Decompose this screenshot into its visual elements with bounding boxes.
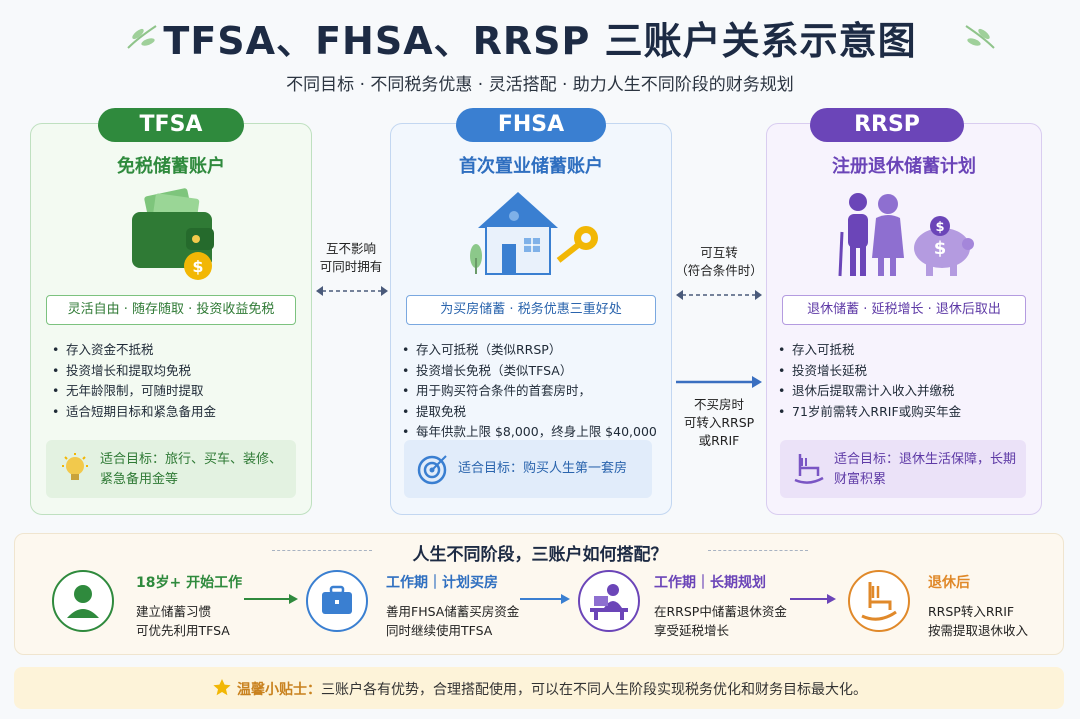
- stage-desc-line: 可优先利用TFSA: [136, 623, 230, 638]
- stage-4-title: 退休后: [928, 575, 970, 591]
- stage-4-circle: [848, 570, 910, 632]
- list-item: 71岁前需转入RRIF或购买年金: [778, 402, 1028, 423]
- stage-arrow-icon: [790, 594, 836, 604]
- worker-at-desk-icon: [590, 584, 628, 620]
- stage-1-circle: [52, 570, 114, 632]
- relation-label: 互不影响: [325, 241, 376, 256]
- list-item: 每年供款上限 $8,000，终身上限 $40,000: [402, 422, 670, 443]
- tfsa-badge: TFSA: [98, 108, 244, 142]
- tfsa-fhsa-relation: 互不影响 可同时拥有: [312, 240, 390, 276]
- stage-2-desc: 善用FHSA储蓄买房资金 同时继续使用TFSA: [386, 602, 556, 640]
- relation-label: 可互转: [700, 245, 738, 260]
- fhsa-full-name: 首次置业储蓄账户: [459, 156, 603, 177]
- double-arrow-icon: [676, 290, 762, 300]
- no-house-transfer-note: 不买房时 可转入RRSP 或RRIF: [672, 396, 766, 450]
- life-stages-title: 人生不同阶段，三账户如何搭配？: [412, 545, 668, 565]
- stage-2-title: 工作期｜计划买房: [386, 575, 498, 591]
- tfsa-goal-text: 适合目标：旅行、买车、装修、紧急备用金等: [100, 452, 283, 487]
- stage-1-desc: 建立储蓄习惯 可优先利用TFSA: [136, 602, 286, 640]
- rocking-chair-icon: [861, 582, 897, 621]
- page-title: TFSA、FHSA、RRSP 三账户关系示意图: [163, 19, 917, 63]
- stage-desc-line: 建立储蓄习惯: [136, 604, 212, 619]
- list-item: 适合短期目标和紧急备用金: [52, 402, 302, 423]
- rrsp-goal-text: 适合目标：退休生活保障，长期财富积累: [834, 452, 1017, 487]
- tfsa-full-name: 免税储蓄账户: [117, 156, 225, 177]
- list-item: 存入资金不抵税: [52, 340, 302, 361]
- house-key-icon: [470, 192, 598, 275]
- target-icon: [417, 455, 447, 485]
- list-item: 用于购买符合条件的首套房时，: [402, 381, 670, 402]
- list-item: 投资增长和提取均免税: [52, 361, 302, 382]
- stage-desc-line: 按需提取退休收入: [928, 623, 1029, 638]
- fhsa-goal-text: 适合目标：购买人生第一套房: [458, 461, 628, 476]
- stage-desc-line: 享受延税增长: [654, 623, 730, 638]
- list-item: 退休后提取需计入收入并缴税: [778, 381, 1028, 402]
- tip-text: 温馨小贴士：三账户各有优势，合理搭配使用，可以在不同人生阶段实现税务优化和财务目…: [0, 679, 1080, 699]
- tfsa-goal: 适合目标：旅行、买车、装修、紧急备用金等: [46, 440, 296, 498]
- stage-desc-line: RRSP转入RRIF: [928, 604, 1015, 619]
- stage-arrow-icon: [244, 594, 298, 604]
- star-icon: [213, 679, 231, 696]
- stage-desc-line: 同时继续使用TFSA: [386, 623, 493, 638]
- relation-label: 或RRIF: [698, 433, 740, 448]
- person-icon: [67, 585, 99, 618]
- rocking-chair-icon: [794, 454, 824, 484]
- fhsa-points: 存入可抵税（类似RRSP） 投资增长免税（类似TFSA） 用于购买符合条件的首套…: [402, 340, 670, 443]
- list-item: 提取免税: [402, 402, 670, 423]
- elderly-couple-piggy-bank-icon: $ $: [838, 193, 974, 277]
- stage-3-desc: 在RRSP中储蓄退休资金 享受延税增长: [654, 602, 814, 640]
- wallet-icon: $: [132, 188, 214, 280]
- leaf-right-icon: [965, 25, 995, 49]
- svg-text:$: $: [192, 257, 203, 276]
- tfsa-points: 存入资金不抵税 投资增长和提取均免税 无年龄限制，可随时提取 适合短期目标和紧急…: [52, 340, 302, 422]
- relation-label: 不买房时: [693, 397, 744, 412]
- leaf-left-icon: [127, 25, 157, 49]
- fhsa-goal: 适合目标：购买人生第一套房: [404, 440, 652, 498]
- list-item: 无年龄限制，可随时提取: [52, 381, 302, 402]
- stage-1-title: 18岁+ 开始工作: [136, 575, 243, 591]
- right-arrow-icon: [676, 376, 762, 388]
- relation-label: 可转入RRSP: [683, 415, 755, 430]
- tfsa-tagline: 灵活自由 · 随存随取 · 投资收益免税: [46, 295, 296, 325]
- stage-desc-line: 善用FHSA储蓄买房资金: [386, 604, 520, 619]
- stage-4-desc: RRSP转入RRIF 按需提取退休收入: [928, 602, 1058, 640]
- rrsp-points: 存入可抵税 投资增长延税 退休后提取需计入收入并缴税 71岁前需转入RRIF或购…: [778, 340, 1028, 422]
- tip-body: 三账户各有优势，合理搭配使用，可以在不同人生阶段实现税务优化和财务目标最大化。: [321, 682, 867, 698]
- list-item: 存入可抵税: [778, 340, 1028, 361]
- fhsa-tagline: 为买房储蓄 · 税务优惠三重好处: [406, 295, 656, 325]
- fhsa-badge: FHSA: [456, 108, 606, 142]
- rrsp-goal: 适合目标：退休生活保障，长期财富积累: [780, 440, 1026, 498]
- relation-label: 可同时拥有: [319, 259, 383, 274]
- relation-label: （符合条件时）: [675, 263, 763, 278]
- rrsp-full-name: 注册退休储蓄计划: [832, 156, 976, 177]
- stage-arrow-icon: [520, 594, 570, 604]
- divider: [272, 550, 372, 551]
- stage-2-circle: [306, 570, 368, 632]
- stage-3-title: 工作期｜长期规划: [654, 575, 766, 591]
- list-item: 投资增长免税（类似TFSA）: [402, 361, 670, 382]
- tip-banner: [14, 667, 1064, 709]
- stage-desc-line: 在RRSP中储蓄退休资金: [654, 604, 787, 619]
- list-item: 存入可抵税（类似RRSP）: [402, 340, 670, 361]
- list-item: 投资增长延税: [778, 361, 1028, 382]
- divider: [708, 550, 808, 551]
- page-subtitle: 不同目标 · 不同税务优惠 · 灵活搭配 · 助力人生不同阶段的财务规划: [286, 75, 794, 95]
- svg-text:$: $: [935, 220, 944, 235]
- rrsp-badge: RRSP: [810, 108, 964, 142]
- lightbulb-icon: [62, 453, 88, 480]
- svg-text:$: $: [934, 238, 947, 259]
- rrsp-tagline: 退休储蓄 · 延税增长 · 退休后取出: [782, 295, 1026, 325]
- fhsa-rrsp-relation: 可互转 （符合条件时）: [672, 244, 766, 280]
- tip-label: 温馨小贴士：: [237, 682, 321, 698]
- briefcase-icon: [322, 585, 352, 614]
- stage-3-circle: [578, 570, 640, 632]
- double-arrow-icon: [316, 286, 388, 296]
